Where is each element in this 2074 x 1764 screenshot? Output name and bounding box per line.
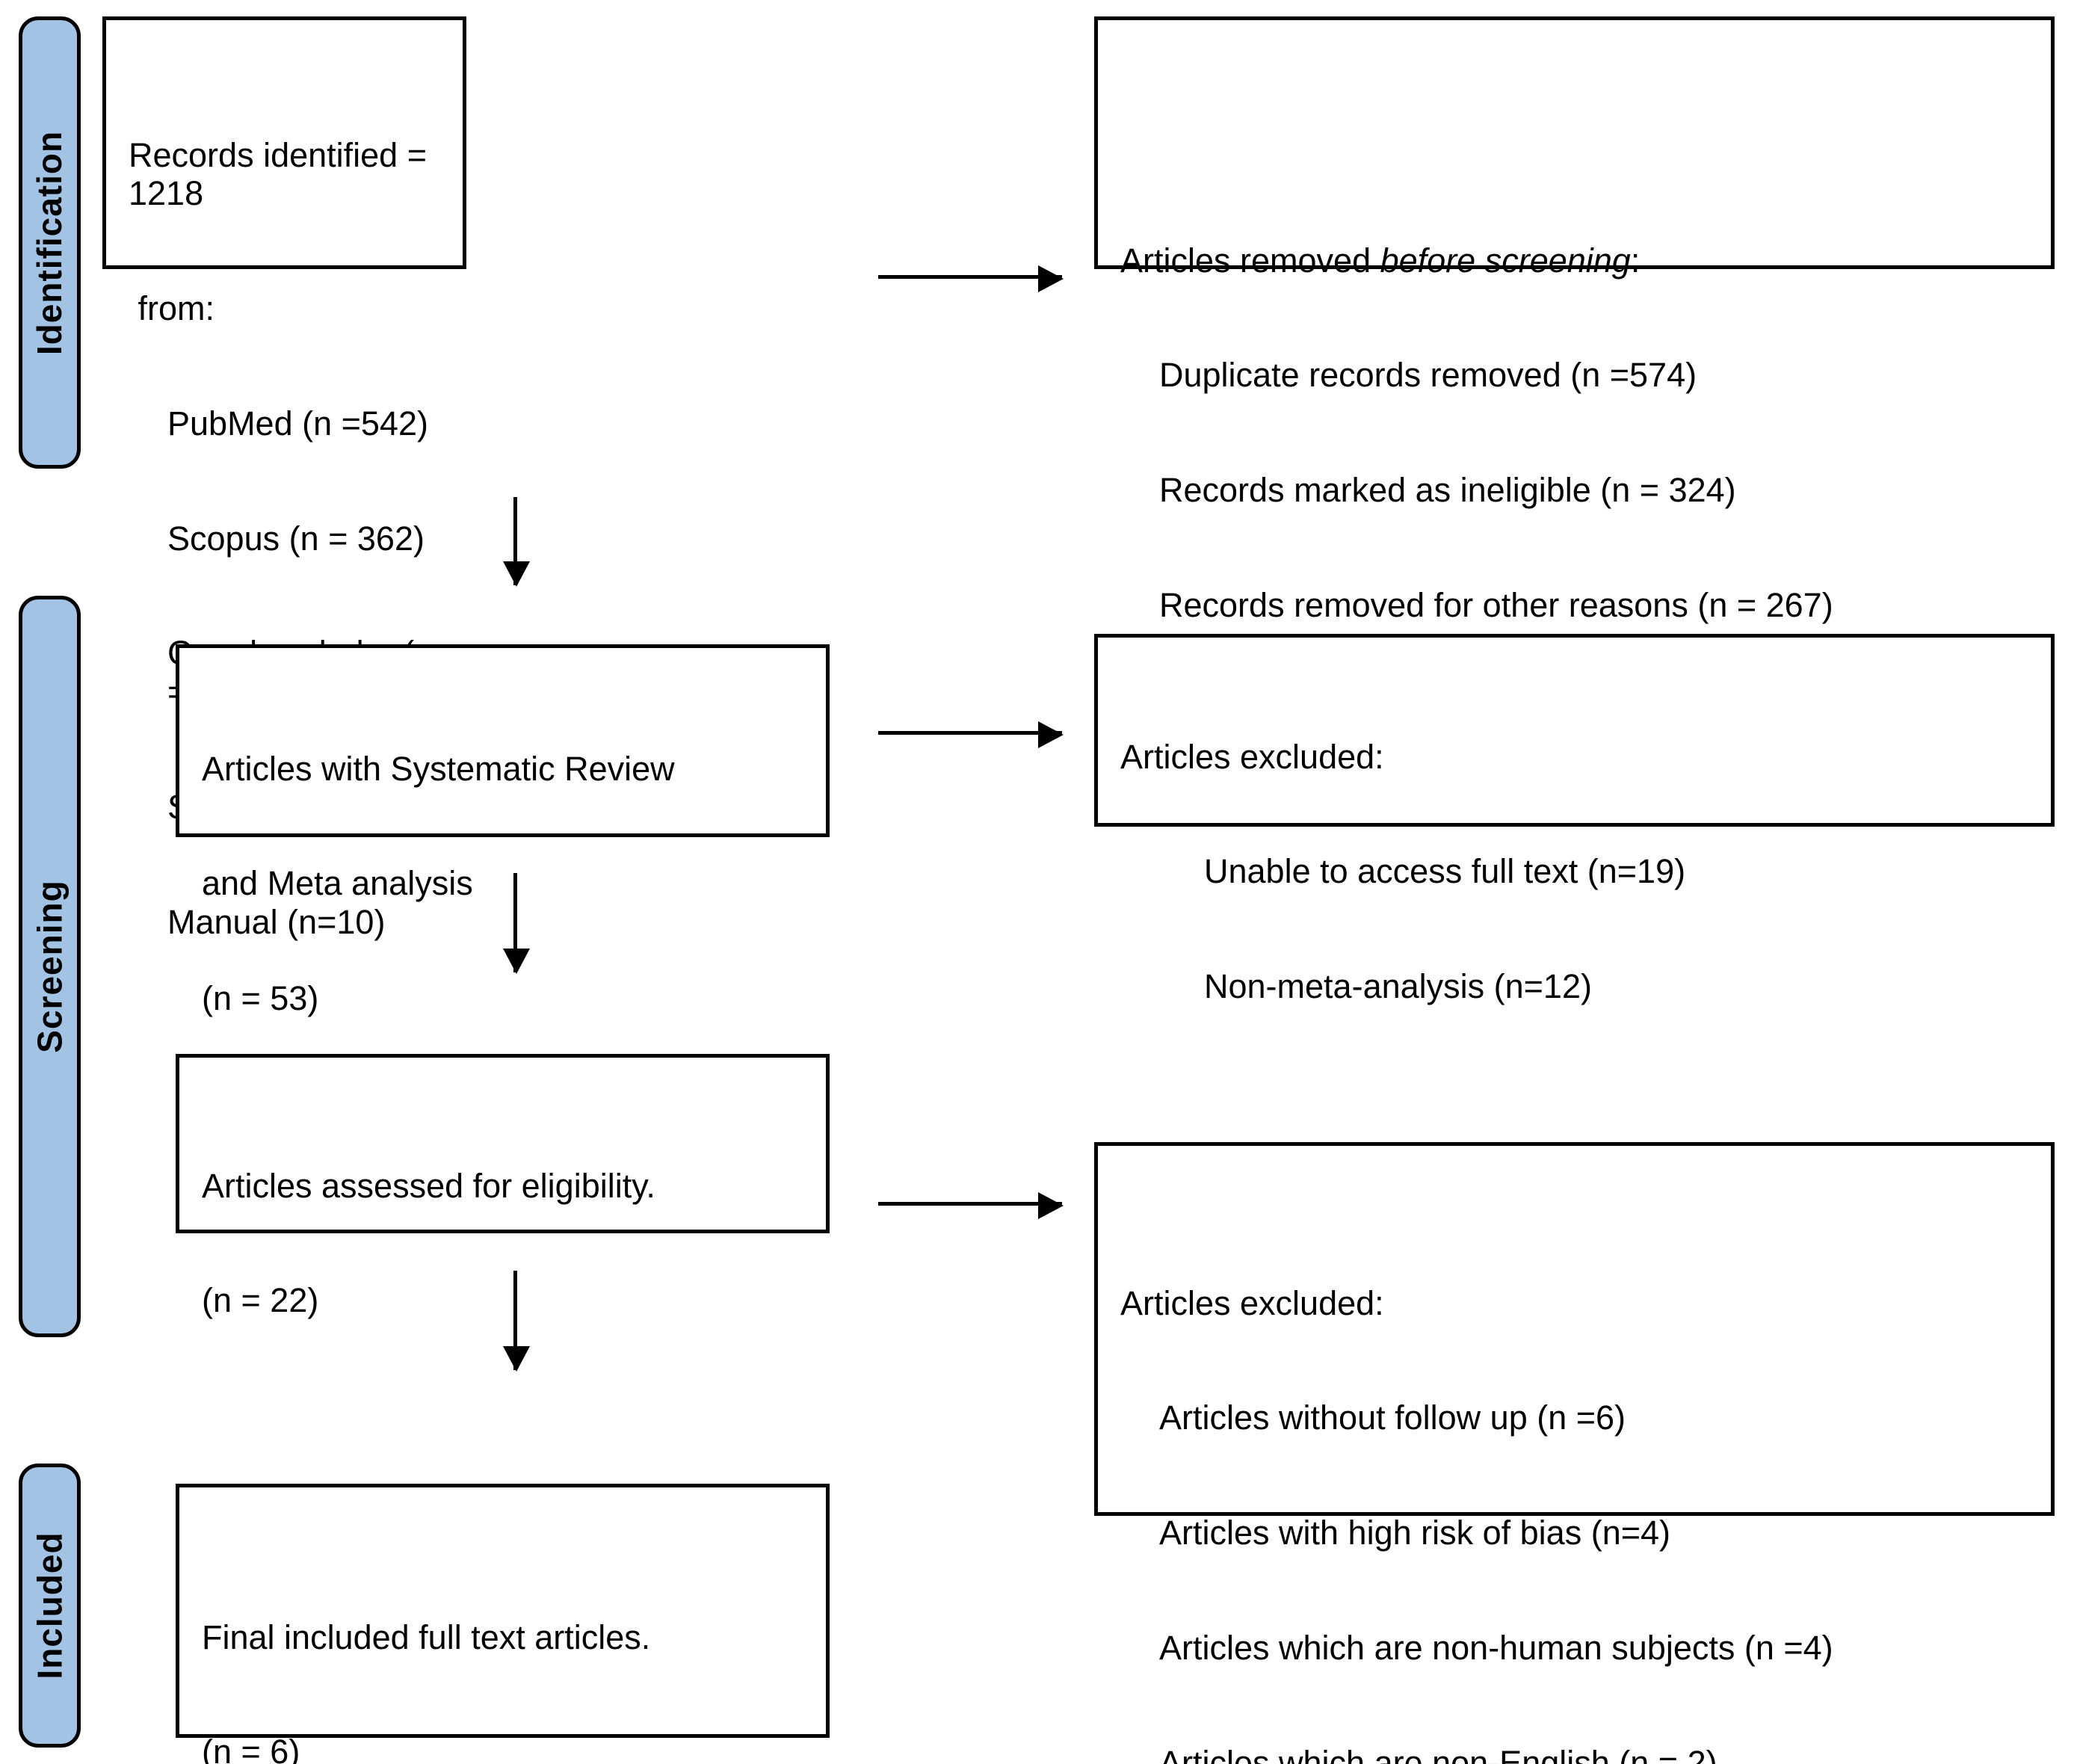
stage-label-identification: Identification: [19, 16, 81, 469]
excluded-eligibility-line-1: Articles with high risk of bias (n=4): [1159, 1514, 1671, 1552]
box-excluded-screening: Articles excluded: Unable to access full…: [1094, 634, 2055, 1005]
box-records-identified: Records identified = 1218 from: PubMed (…: [102, 16, 466, 941]
records-identified-line-3: Scopus (n = 362): [167, 519, 425, 558]
excluded-screening-line-0: Unable to access full text (n=19): [1204, 852, 1686, 891]
assessed-eligibility-line-1: (n = 22): [202, 1281, 319, 1320]
box-excluded-screening-content: Articles excluded: Unable to access full…: [1120, 661, 2036, 1082]
stage-label-identification-text: Identification: [30, 130, 70, 355]
box-final-included-content: Final included full text articles. (n = …: [202, 1541, 811, 1764]
records-identified-line-6: Manual (n=10): [167, 902, 386, 941]
systematic-review-line-1: and Meta analysis: [202, 864, 473, 903]
records-identified-line-0: Records identified = 1218: [129, 135, 436, 212]
arrow-identified-to-removed: [878, 265, 1064, 292]
removed-before-screening-heading-prefix: Articles removed: [1120, 241, 1380, 280]
records-identified-line-2: PubMed (n =542): [167, 404, 428, 442]
systematic-review-line-2: (n = 53): [202, 979, 319, 1018]
box-systematic-review-content: Articles with Systematic Review and Meta…: [202, 673, 811, 1094]
excluded-eligibility-line-3: Articles which are non-English (n = 2): [1159, 1744, 1717, 1764]
arrow-systematic-review-to-assessed: [503, 873, 530, 974]
removed-before-screening-heading-suffix: :: [1630, 241, 1641, 280]
records-identified-line-1: from:: [129, 289, 215, 327]
box-assessed-eligibility: Articles assessed for eligibility. (n = …: [176, 1054, 830, 1319]
removed-before-screening-line-0: Duplicate records removed (n =574): [1159, 356, 1697, 395]
final-included-line-1: (n = 6): [202, 1733, 300, 1764]
arrow-assessed-to-final-included: [503, 1271, 530, 1372]
excluded-eligibility-line-2: Articles which are non-human subjects (n…: [1159, 1629, 1833, 1668]
stage-label-screening-text: Screening: [30, 880, 70, 1053]
removed-before-screening-heading: Articles removed before screening:: [1120, 241, 2036, 280]
arrow-assessed-to-excluded: [878, 1192, 1064, 1219]
box-excluded-eligibility: Articles excluded: Articles without foll…: [1094, 1142, 2055, 1764]
arrow-identified-to-systematic-review: [503, 497, 530, 587]
assessed-eligibility-line-0: Articles assessed for eligibility.: [202, 1166, 655, 1205]
removed-before-screening-heading-italic: before screening: [1380, 241, 1631, 280]
excluded-screening-line-1: Non-meta-analysis (n=12): [1204, 967, 1592, 1006]
excluded-eligibility-heading: Articles excluded:: [1120, 1283, 1384, 1322]
excluded-screening-heading: Articles excluded:: [1120, 737, 1384, 776]
box-assessed-eligibility-content: Articles assessed for eligibility. (n = …: [202, 1090, 811, 1396]
box-systematic-review: Articles with Systematic Review and Meta…: [176, 644, 830, 1017]
removed-before-screening-line-1: Records marked as ineligible (n = 324): [1159, 471, 1736, 510]
box-final-included: Final included full text articles. (n = …: [176, 1484, 830, 1764]
box-removed-before-screening-content: Articles removed before screening: Dupli…: [1120, 164, 2036, 701]
removed-before-screening-line-2: Records removed for other reasons (n = 2…: [1159, 586, 1833, 625]
stage-label-screening: Screening: [19, 596, 81, 1337]
stage-label-included: Included: [19, 1464, 81, 1748]
final-included-line-0: Final included full text articles.: [202, 1617, 651, 1656]
box-excluded-eligibility-content: Articles excluded: Articles without foll…: [1120, 1207, 2036, 1764]
excluded-eligibility-line-0: Articles without follow up (n =6): [1159, 1398, 1626, 1437]
box-removed-before-screening: Articles removed before screening: Dupli…: [1094, 16, 2055, 624]
arrow-systematic-review-to-excluded: [878, 721, 1064, 748]
systematic-review-line-0: Articles with Systematic Review: [202, 749, 675, 788]
stage-label-included-text: Included: [30, 1532, 70, 1680]
